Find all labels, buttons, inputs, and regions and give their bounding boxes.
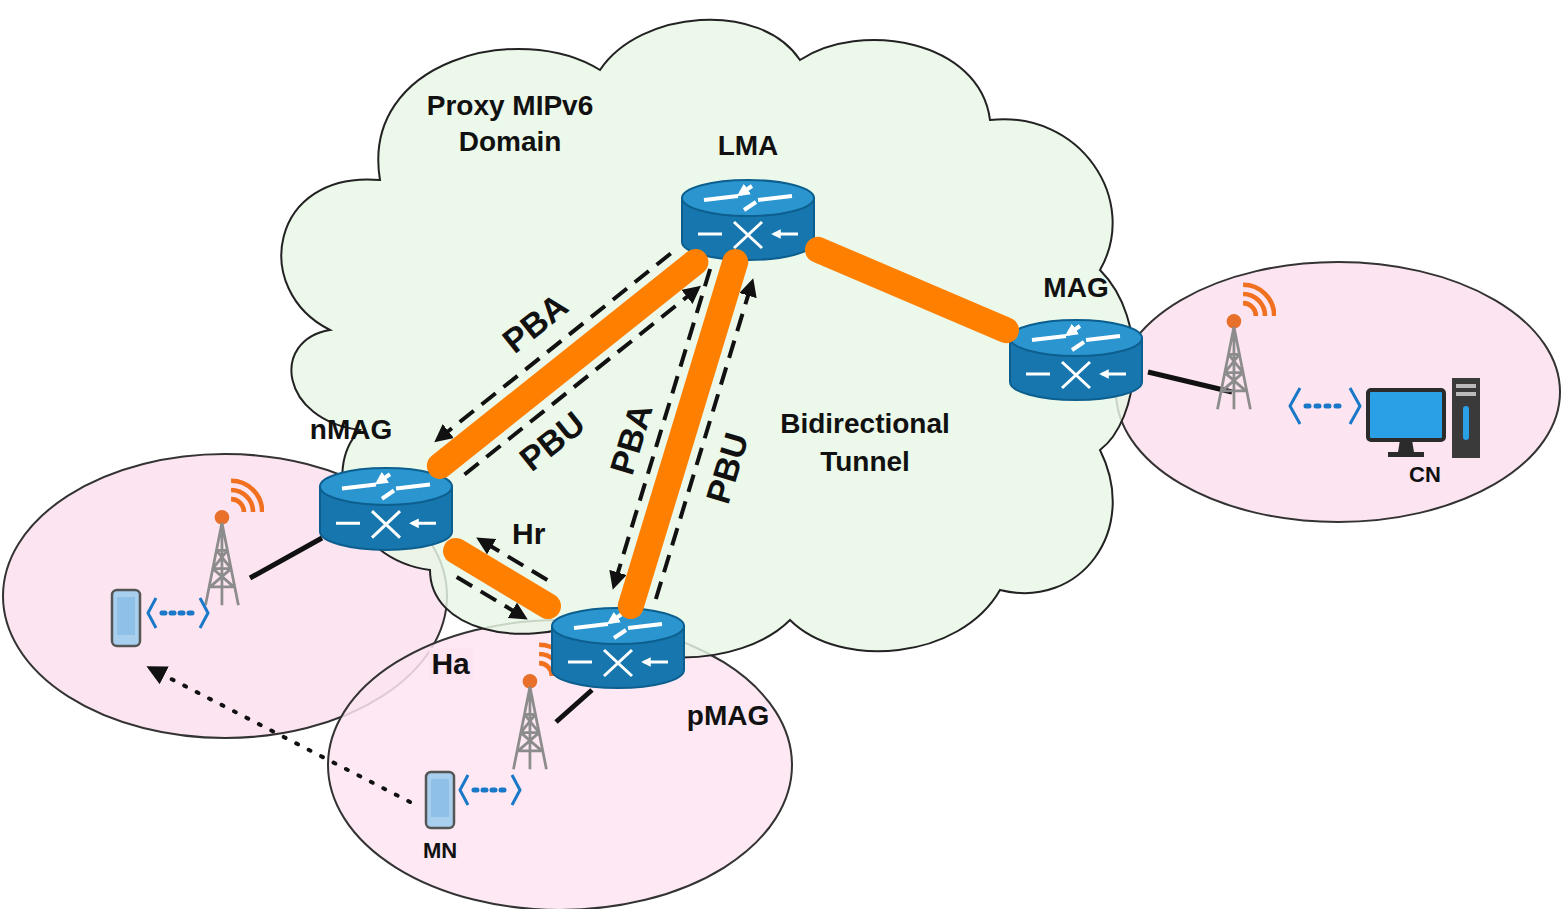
cell-right (1116, 262, 1560, 522)
label-wrap: Proxy MIPv6 Domain (405, 88, 615, 161)
phone-new (112, 590, 140, 646)
node-label: pMAG (687, 700, 769, 732)
node-label: Proxy MIPv6 Domain (405, 88, 615, 161)
router-icon (678, 178, 818, 262)
label-wrap: CN (1355, 462, 1495, 488)
router-node: LMA (678, 178, 818, 262)
edge-label: PBA (603, 397, 660, 482)
signal-arrow (614, 269, 710, 586)
tower (205, 481, 262, 605)
edge-label: Ha (428, 648, 472, 680)
router-node: pMAG (548, 606, 688, 690)
signal-arrow (465, 288, 699, 475)
host-node: CN (1355, 372, 1495, 490)
label-wrap: pMAG (687, 700, 769, 732)
router-node: nMAG (316, 466, 456, 552)
router-icon (1006, 318, 1146, 402)
label-wrap: LMA (718, 130, 779, 162)
tower (1217, 285, 1274, 409)
edge-label: PBU (698, 426, 755, 511)
router-icon (316, 466, 456, 552)
router-icon (548, 606, 688, 690)
edge-label: PBU (510, 402, 593, 479)
free-label: Bidirectional Tunnel (765, 405, 965, 481)
node-label: LMA (718, 130, 779, 162)
node-label: MAG (1043, 272, 1108, 304)
label-wrap: nMAG (310, 414, 392, 446)
signal-arrow (437, 254, 671, 441)
tunnel (440, 262, 696, 466)
label-wrap: MAG (1043, 272, 1108, 304)
signal-arrow (656, 282, 752, 599)
edge-label: Hr (509, 518, 548, 550)
tunnel (456, 551, 548, 606)
edge-label: PBA (494, 285, 577, 362)
label-wrap: MN (400, 838, 480, 864)
signal-arrow (457, 577, 525, 618)
node-label: nMAG (310, 414, 392, 446)
router-node: MAG (1006, 318, 1146, 402)
mobile-node: MN (400, 768, 480, 870)
tunnel (818, 250, 1006, 330)
tunnel (631, 262, 735, 606)
movement-arrow (150, 668, 410, 802)
node-label: CN (1355, 462, 1495, 488)
cell-bottom (328, 620, 792, 909)
signal-arrow (479, 539, 547, 580)
node-label: MN (400, 838, 480, 864)
